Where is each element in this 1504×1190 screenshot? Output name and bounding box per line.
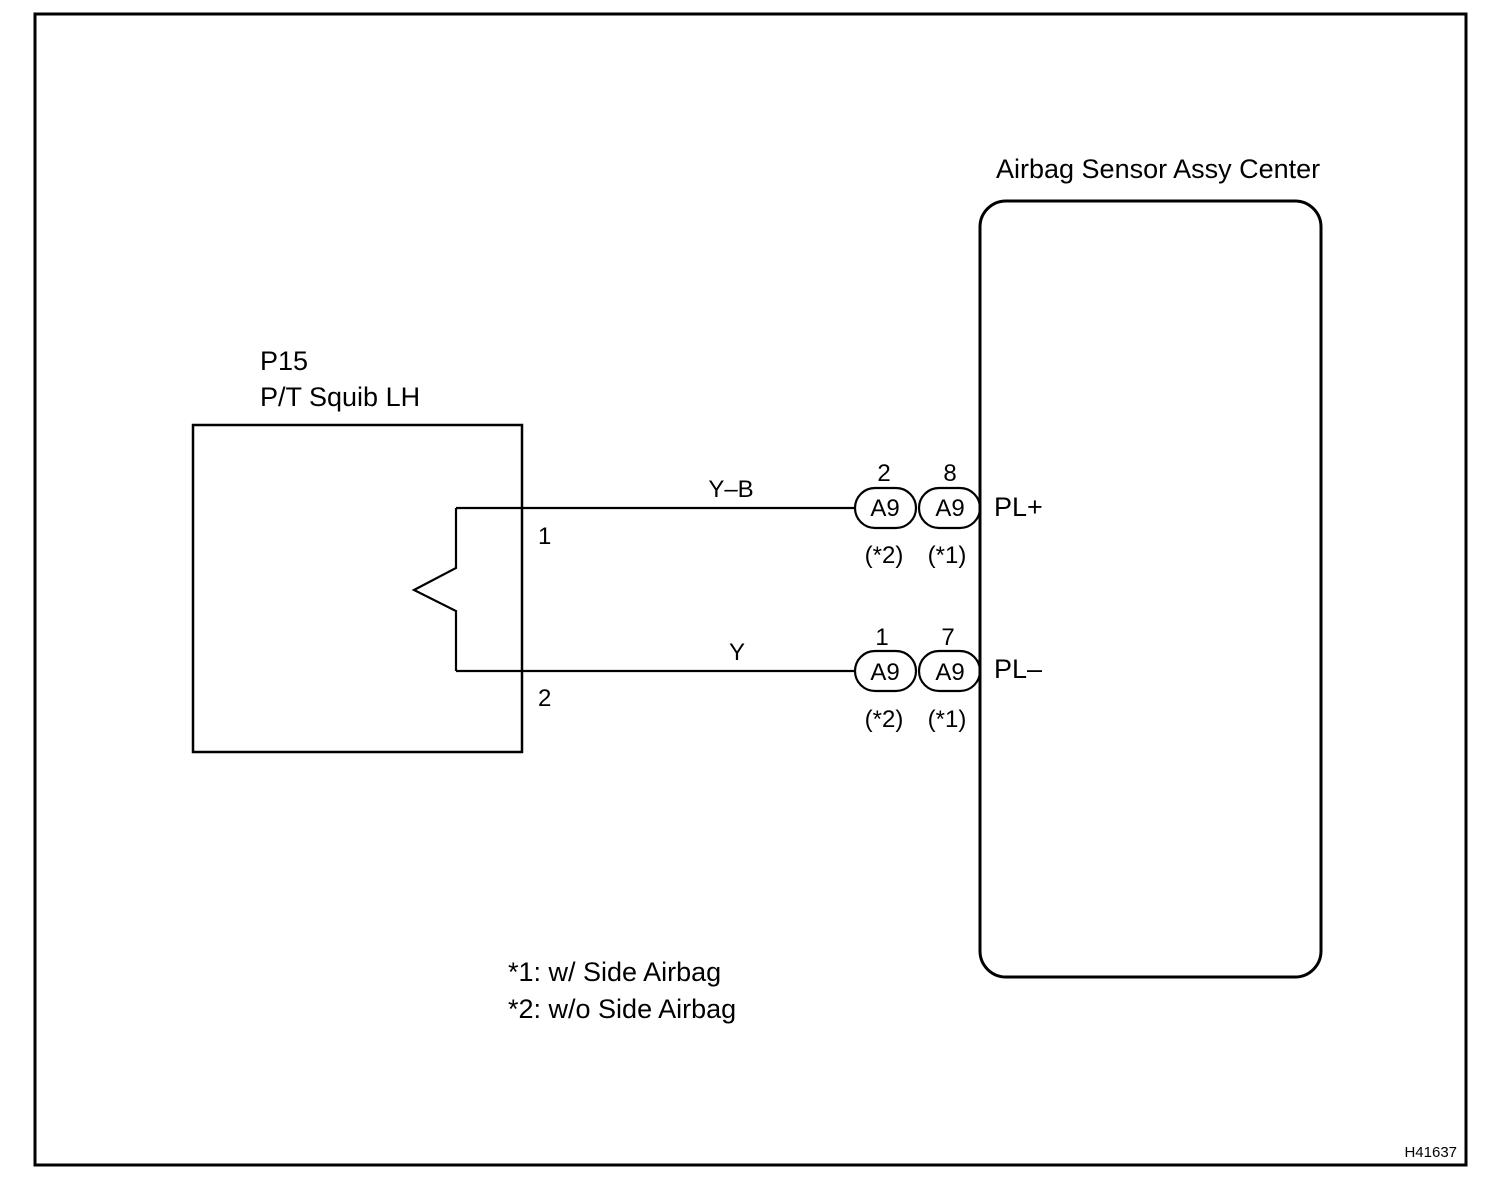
connector-oval (853, 486, 918, 530)
sensor-box (978, 199, 1323, 979)
connector-note: (*2) (865, 706, 904, 733)
connector-pin-number: 2 (877, 460, 890, 487)
connector-oval (853, 649, 918, 693)
connector-id: A9 (935, 659, 964, 686)
sensor-name: Airbag Sensor Assy Center (996, 154, 1320, 184)
figure-id: H41637 (1404, 1144, 1457, 1161)
connector-id: A9 (870, 659, 899, 686)
squib-pin-1: 1 (538, 523, 551, 550)
connector-note: (*1) (928, 542, 967, 569)
squib-name: P/T Squib LH (260, 382, 420, 412)
squib-pin-2: 2 (538, 685, 551, 712)
squib-element (411, 508, 458, 671)
connector-note: (*1) (928, 706, 967, 733)
footnote-1: *1: w/ Side Airbag (508, 957, 721, 987)
connector-id: A9 (870, 495, 899, 522)
sensor-terminal-minus: PL– (994, 654, 1042, 684)
wire-color-upper: Y–B (708, 476, 753, 503)
squib-code: P15 (260, 346, 308, 376)
connector-id: A9 (935, 495, 964, 522)
connector-pin-number: 7 (941, 624, 954, 651)
connector-pin-number: 1 (875, 624, 888, 651)
sensor-terminal-plus: PL+ (994, 492, 1043, 522)
diagram-frame (33, 12, 1468, 1167)
wire-color-lower: Y (729, 639, 745, 666)
connector-pin-number: 8 (943, 460, 956, 487)
footnote-2: *2: w/o Side Airbag (508, 994, 736, 1024)
connector-note: (*2) (865, 542, 904, 569)
squib-box (191, 423, 524, 754)
